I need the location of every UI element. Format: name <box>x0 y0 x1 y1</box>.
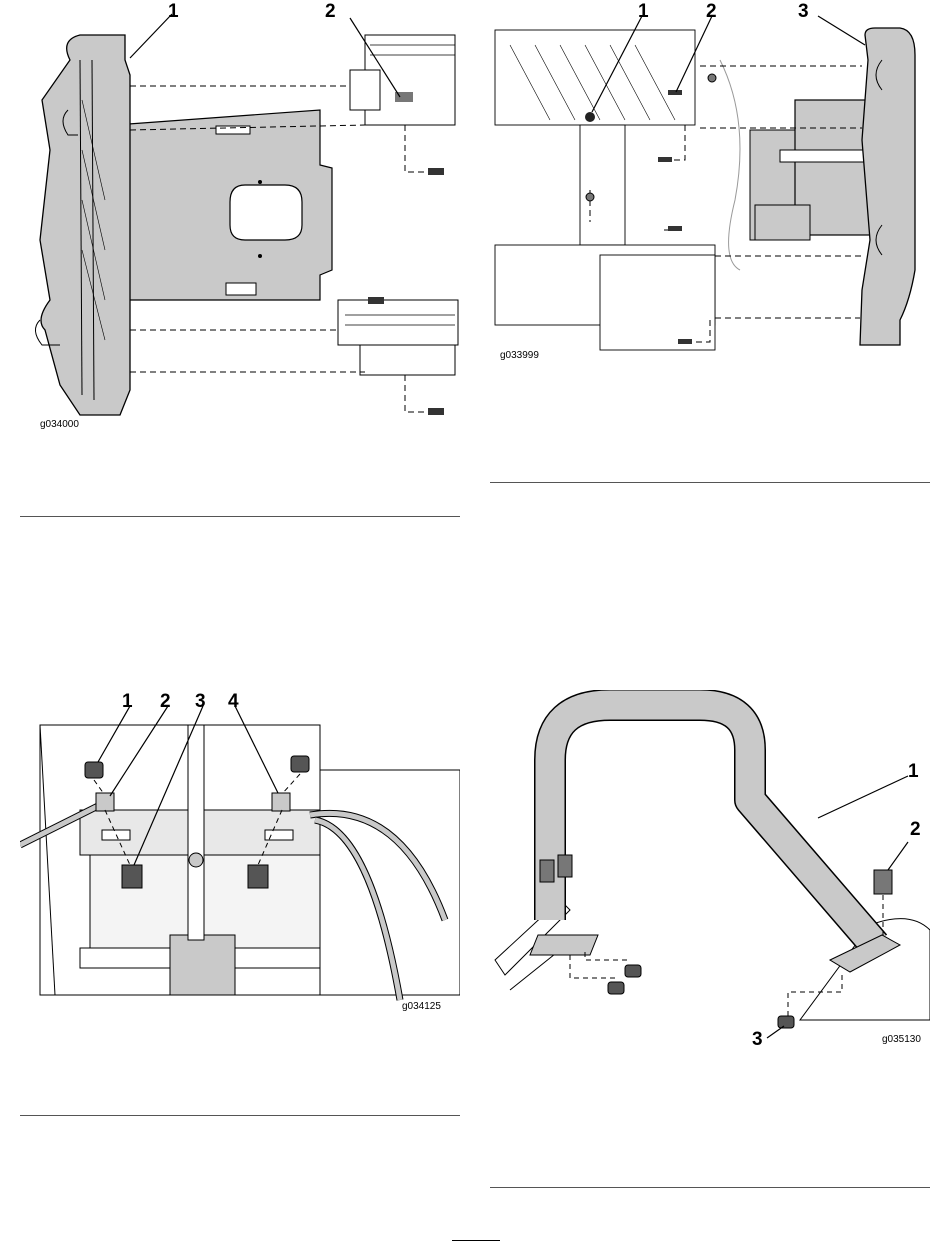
figure-3-callout-4: 4 <box>228 692 239 711</box>
divider-4 <box>490 1187 930 1188</box>
divider-1 <box>20 516 460 517</box>
figure-1-callout-1: 1 <box>168 2 179 21</box>
figure-3-callout-2: 2 <box>160 692 171 711</box>
figure-3-callout-3: 3 <box>195 692 206 711</box>
figure-4-callout-3: 3 <box>752 1030 763 1049</box>
figure-3-callout-1: 1 <box>122 692 133 711</box>
figure-4-callout-2: 2 <box>910 820 921 839</box>
figure-4-code: g035130 <box>882 1035 921 1045</box>
figure-4-drawing <box>490 690 930 1050</box>
figure-1-callout-2: 2 <box>325 2 336 21</box>
figure-1-drawing <box>20 0 460 450</box>
figure-2-callout-2: 2 <box>706 2 717 21</box>
figure-4-callout-1: 1 <box>908 762 919 781</box>
figure-4: 1 2 3 g035130 <box>490 690 930 1050</box>
figure-2-callout-1: 1 <box>638 2 649 21</box>
figure-3: 1 2 3 4 g034125 <box>20 690 460 1020</box>
figure-2: 1 2 3 g033999 <box>490 0 930 400</box>
figure-2-code: g033999 <box>500 351 539 361</box>
figure-3-drawing <box>20 690 460 1020</box>
figure-3-code: g034125 <box>402 1002 441 1012</box>
figure-2-callout-3: 3 <box>798 2 809 21</box>
page-number-rule <box>452 1240 500 1241</box>
figure-1: 1 2 g034000 <box>20 0 460 450</box>
divider-2 <box>490 482 930 483</box>
figure-1-code: g034000 <box>40 420 79 430</box>
figure-2-drawing <box>490 0 930 400</box>
divider-3 <box>20 1115 460 1116</box>
